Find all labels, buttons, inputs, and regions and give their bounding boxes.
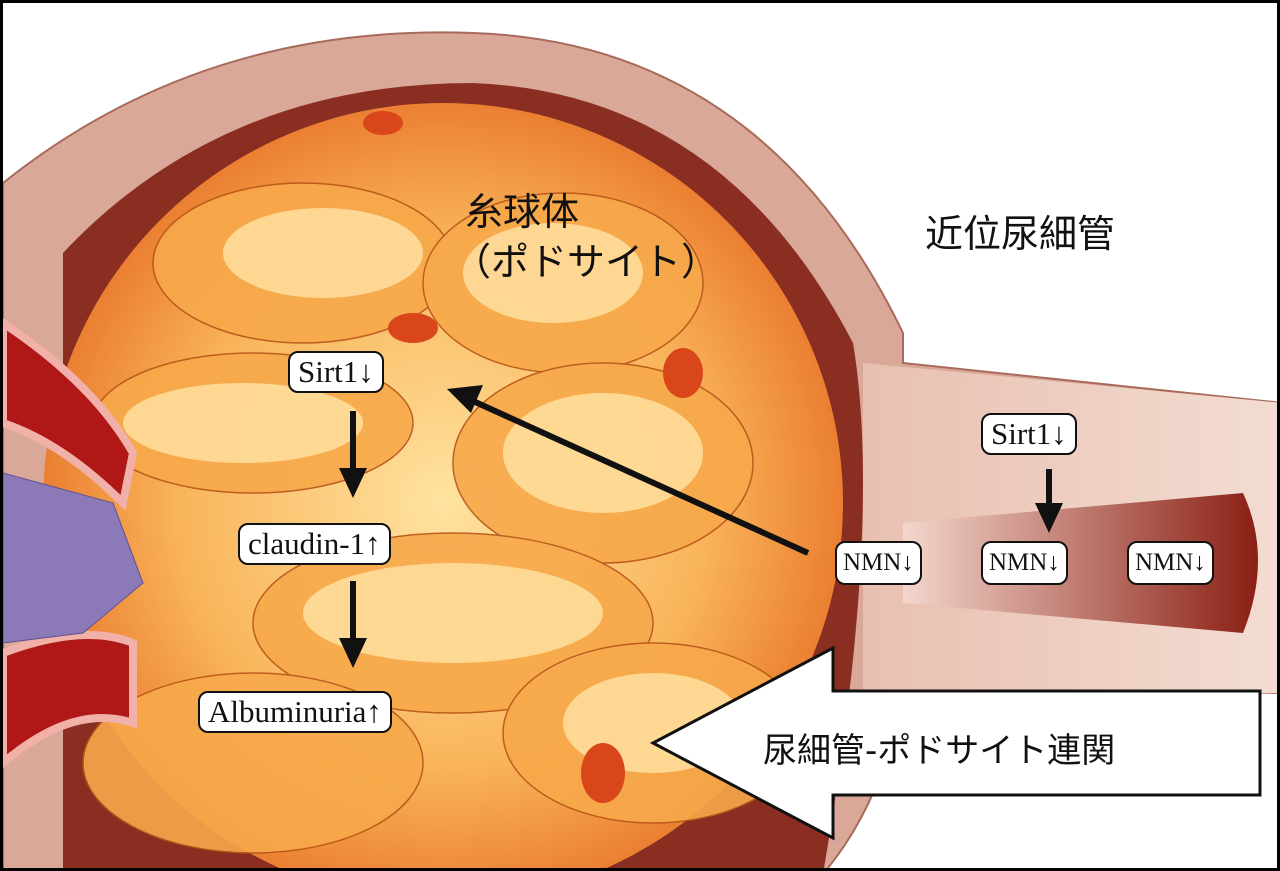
albuminuria-box: Albuminuria↑	[198, 691, 392, 733]
nmn-box: NMN↓	[1127, 541, 1214, 585]
crosstalk-label: 尿細管-ポドサイト連関	[763, 731, 1116, 771]
mesangium	[3, 472, 144, 644]
crosstalk-arrow	[649, 645, 1262, 841]
afferent-arteriole	[3, 318, 138, 512]
glomerulus-sirt1-box: Sirt1↓	[288, 351, 384, 393]
pathway-arrows	[339, 385, 1063, 668]
podocyte-label: （ポドサイト）	[453, 240, 720, 284]
proximal-tubule-label: 近位尿細管	[925, 212, 1116, 256]
glomerulus-label: 糸球体	[465, 190, 580, 234]
efferent-arteriole	[3, 631, 137, 769]
kidney-illustration	[3, 31, 1277, 868]
claudin-1-box: claudin-1↑	[238, 523, 391, 565]
nmn-box: NMN↓	[835, 541, 922, 585]
tubule-sirt1-box: Sirt1↓	[981, 413, 1077, 455]
nmn-box: NMN↓	[981, 541, 1068, 585]
tubule-lumen	[903, 493, 1258, 633]
